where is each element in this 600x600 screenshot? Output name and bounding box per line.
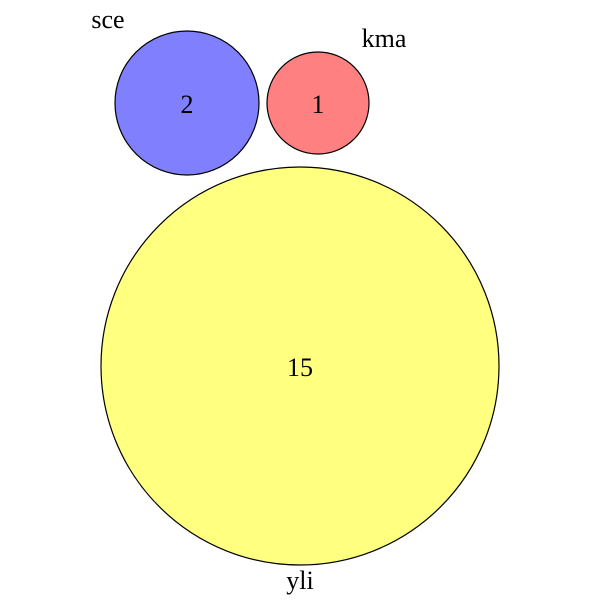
set-sce-count: 2 bbox=[181, 90, 194, 119]
set-sce-label: sce bbox=[91, 5, 124, 34]
set-yli-label: yli bbox=[286, 566, 313, 595]
set-yli-circle bbox=[100, 166, 500, 566]
set-sce-circle bbox=[114, 30, 260, 176]
set-yli: 15 yli bbox=[100, 166, 500, 595]
set-yli-count: 15 bbox=[287, 353, 313, 382]
set-kma: 1 kma bbox=[266, 24, 407, 155]
set-kma-circle bbox=[266, 51, 370, 155]
set-kma-count: 1 bbox=[312, 90, 325, 119]
set-sce: 2 sce bbox=[91, 5, 260, 176]
set-kma-label: kma bbox=[362, 24, 407, 53]
